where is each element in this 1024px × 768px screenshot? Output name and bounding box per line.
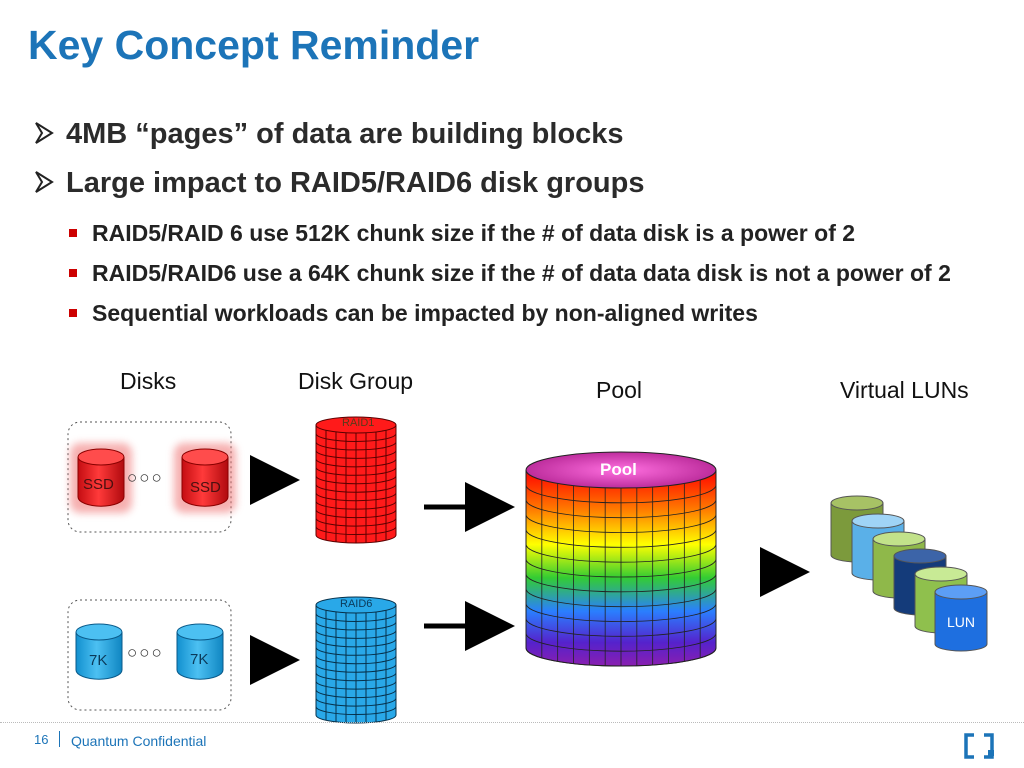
hdd-label: 7K [89,652,108,669]
square-bullet-icon [69,269,77,277]
ssd-label: SSD [190,479,221,496]
sub-bullet-text: RAID5/RAID 6 use 512K chunk size if the … [92,220,856,246]
disk-group-label: Disk Group [298,368,414,394]
square-bullet-icon [69,309,77,317]
footer-confidential: Quantum Confidential [71,733,207,749]
footer-separator [59,731,60,747]
lun-label: LUN [947,614,976,630]
ellipsis-icon: ○○○ [127,468,164,487]
virtual-luns-label: Virtual LUNs [840,377,969,403]
sub-bullet-item: Sequential workloads can be impacted by … [34,296,994,330]
bullet-text: Large impact to RAID5/RAID6 disk groups [66,167,645,199]
ellipsis-icon: ○○○ [127,643,164,662]
lun-stack [830,495,988,652]
sub-bullet-text: Sequential workloads can be impacted by … [92,300,758,326]
bullet-list: 4MB “pages” of data are building blocks … [34,118,994,336]
raid6-disk-group-icon [315,596,397,724]
raid6-label: RAID6 [340,598,373,610]
hdd-group-box [67,599,232,711]
sub-bullet-item: RAID5/RAID6 use a 64K chunk size if the … [34,256,972,290]
arrow-bullet-icon [35,122,54,144]
page-number: 16 [34,732,49,747]
bullet-item: 4MB “pages” of data are building blocks [34,118,994,167]
hdd-label: 7K [190,651,209,668]
hdd-disk-icon [176,623,224,680]
hdd-disk-icon [75,623,123,680]
quantum-logo-icon [964,733,994,759]
bullet-item: Large impact to RAID5/RAID6 disk groups [34,167,994,216]
ssd-label: SSD [83,476,114,493]
arrow-bullet-icon [35,171,54,193]
pool-cylinder-label: Pool [600,460,637,479]
raid1-disk-group-icon [315,416,397,544]
raid1-label: RAID1 [342,417,375,429]
disks-label: Disks [120,368,177,394]
page-title: Key Concept Reminder [28,22,480,68]
ssd-disk-icon [70,443,132,513]
sub-bullet-text: RAID5/RAID6 use a 64K chunk size if the … [92,260,951,286]
footer-divider [0,722,1024,723]
bullet-text: 4MB “pages” of data are building blocks [66,118,624,150]
ssd-disk-icon [174,443,236,513]
square-bullet-icon [69,229,77,237]
pool-label: Pool [596,377,643,403]
pool-cylinder-icon [525,451,717,667]
sub-bullet-item: RAID5/RAID 6 use 512K chunk size if the … [34,216,994,250]
